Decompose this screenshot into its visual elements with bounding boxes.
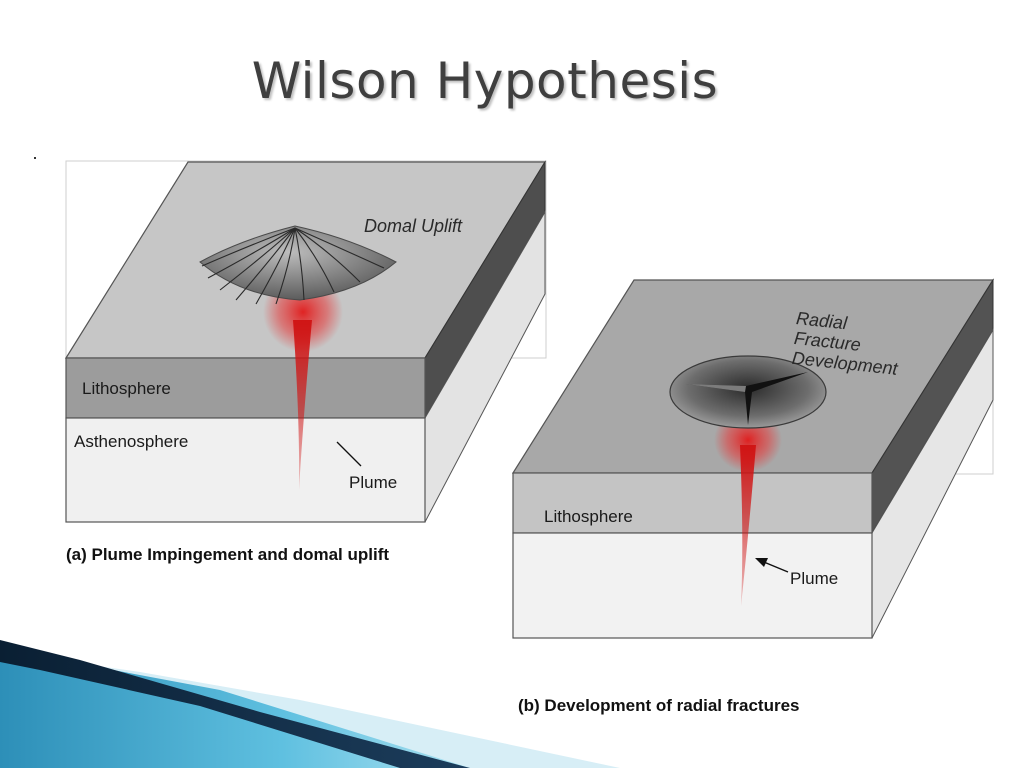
diagram-a-dome [199, 225, 397, 301]
diagram-a-caption: (a) Plume Impingement and domal uplift [66, 545, 389, 564]
decorative-wave [0, 640, 620, 768]
slide-title: Wilson Hypothesis [251, 52, 719, 110]
diagram-b-mantle-layer [512, 532, 873, 639]
diagram-b: Radial Fracture Development Lithosphere … [511, 278, 995, 715]
diagram-b-plume-label: Plume [790, 569, 838, 588]
diagram-b-lithosphere-layer [512, 472, 873, 534]
diagram-a-plume-stem [293, 320, 312, 490]
wave-dark-band [0, 640, 470, 768]
diagram-a-domal-uplift-label: Domal Uplift [364, 216, 463, 236]
diagram-a-asthenosphere-layer [65, 417, 426, 523]
diagram-a-lithosphere-layer [65, 357, 426, 419]
stray-dot [34, 157, 36, 159]
diagram-a-radial-lines [201, 227, 385, 305]
diagram-b-fracture-highlight [686, 384, 746, 392]
diagram-b-plume-arrowhead [755, 558, 768, 567]
diagram-a-plume-label: Plume [349, 473, 397, 492]
diagram-a-plume-pointer [336, 441, 362, 467]
diagram-b-plume-stem [740, 445, 756, 606]
diagram-b-caption: (b) Development of radial fractures [518, 696, 800, 715]
diagram-a: Domal Uplift Lithosphere Asthenosphere P… [64, 160, 547, 564]
diagram-a-asthenosphere-label: Asthenosphere [74, 432, 188, 451]
diagram-b-lithosphere-label: Lithosphere [544, 507, 633, 526]
diagram-a-lithosphere-label: Lithosphere [82, 379, 171, 398]
